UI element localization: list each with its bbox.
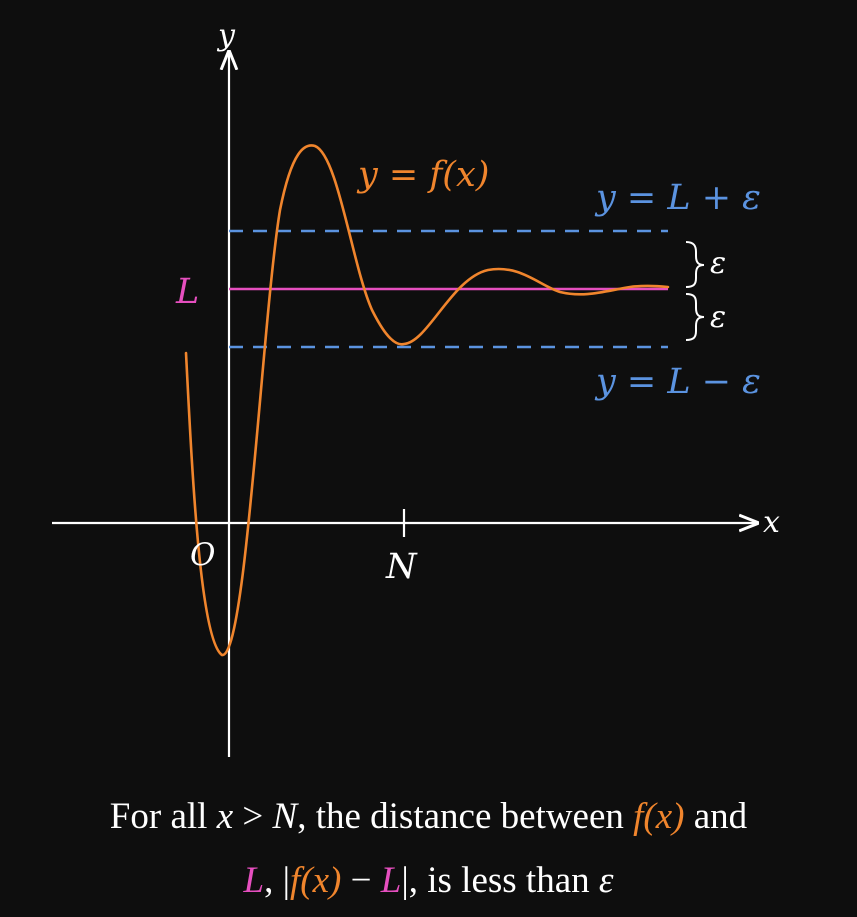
x-axis-label: x [763, 505, 780, 540]
caption-epsilon: ε [598, 860, 614, 901]
caption-text: and [684, 796, 748, 837]
caption-text: |, is less than [401, 860, 599, 901]
caption-text: , | [264, 860, 291, 901]
caption-l: L [380, 860, 402, 901]
n-tick-label: N [385, 547, 418, 587]
caption-n: N [272, 796, 298, 837]
caption-gt: > [233, 796, 273, 837]
upper-epsilon-label: ε [710, 246, 726, 281]
function-curve [184, 144, 670, 657]
caption-line-2: L, |f(x) − L|, is less than ε [0, 849, 857, 913]
caption-text: For all [109, 796, 217, 837]
upper-bound-label: y = L + ε [594, 178, 761, 218]
caption-minus: − [341, 860, 381, 901]
lower-epsilon-brace [685, 293, 705, 341]
lower-bound-label: y = L − ε [594, 362, 761, 402]
epsilon-limit-diagram: y x O N L y = f(x) y = L + ε y = L − ε ε… [52, 18, 780, 757]
caption-x: x [216, 796, 234, 837]
caption-fx: f(x) [633, 796, 685, 837]
y-axis-label: y [216, 18, 236, 53]
curve-label: y = f(x) [356, 155, 489, 195]
upper-epsilon-brace [685, 241, 705, 288]
caption-line-1: For all x > N, the distance between f(x)… [0, 785, 857, 849]
limit-label: L [175, 272, 199, 312]
caption-fx: f(x) [290, 860, 342, 901]
caption-text: , the distance between [297, 796, 634, 837]
caption-l: L [243, 860, 265, 901]
caption: For all x > N, the distance between f(x)… [0, 785, 857, 913]
lower-epsilon-label: ε [710, 300, 726, 335]
origin-label: O [190, 537, 215, 573]
